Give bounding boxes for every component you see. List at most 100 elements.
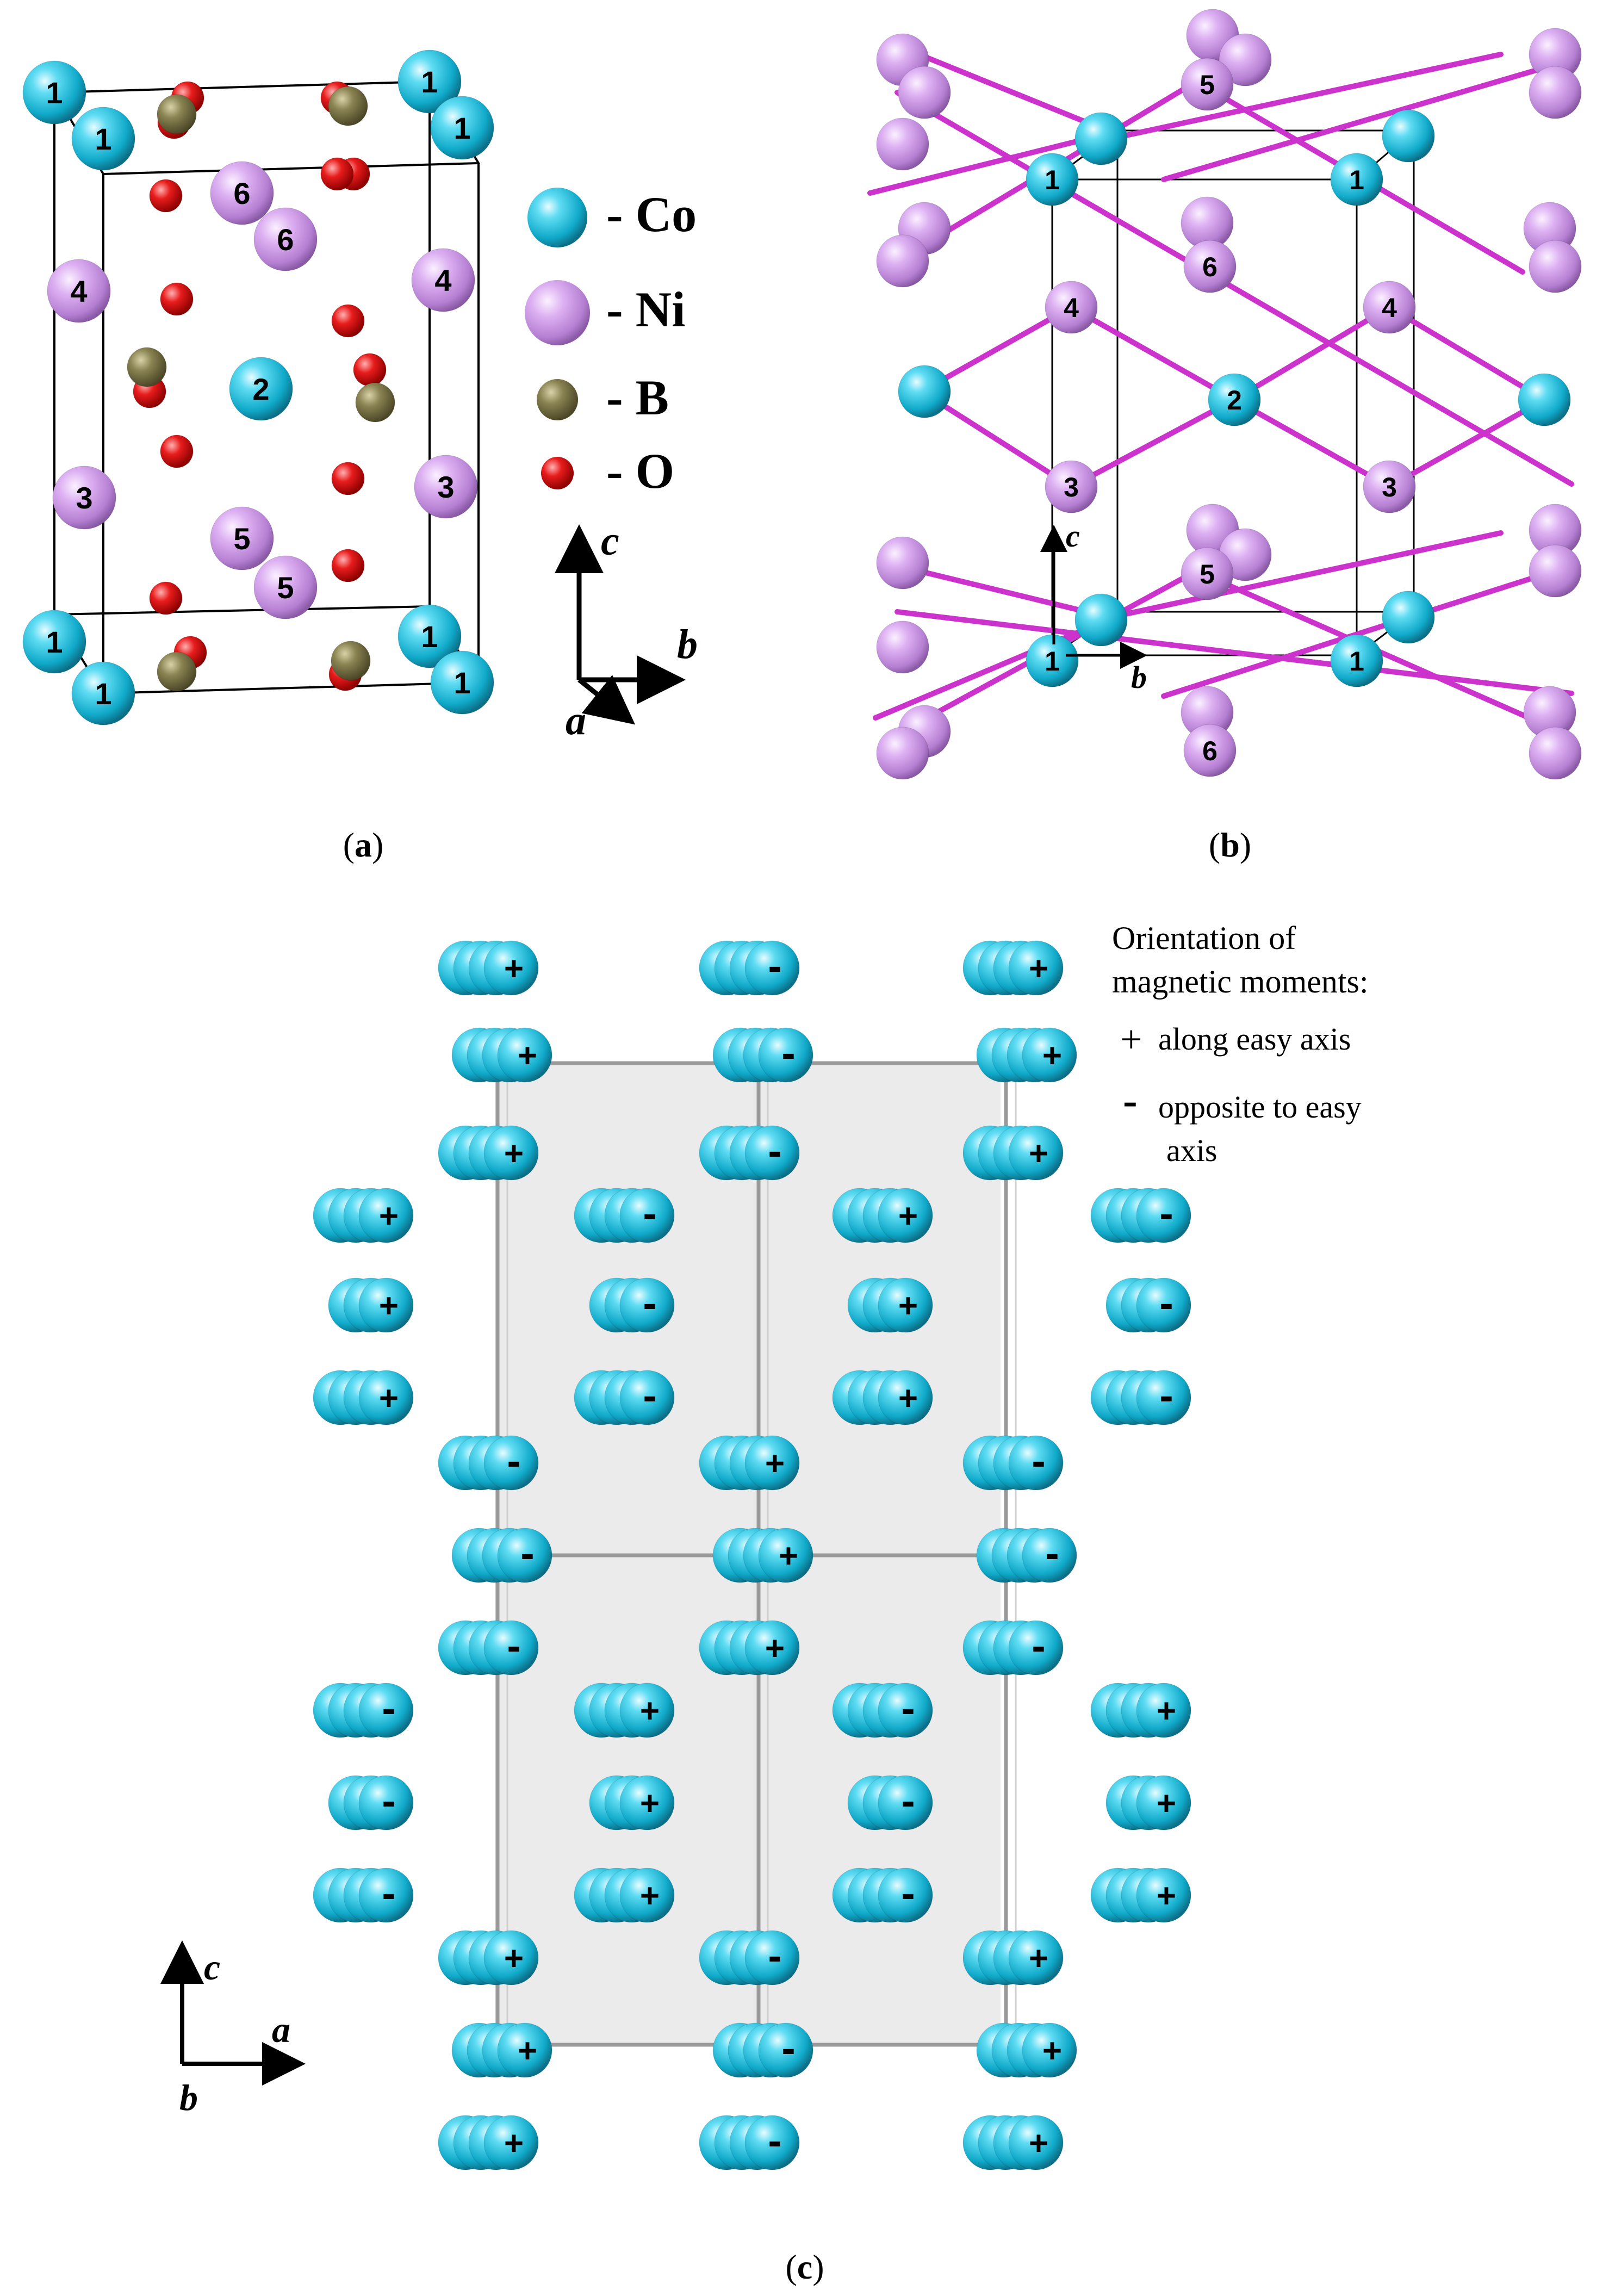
axis-c-label: c [204,1946,220,1988]
b-atom-0 [157,94,197,134]
legend-plus-text: along easy axis [1158,1021,1351,1057]
ni-atom-3: 4 [411,248,475,312]
col-2-stack-8: - [699,2115,800,2170]
outer-left-stack-0-2-sign: + [379,1380,399,1417]
caption-c: (c) [785,2248,824,2286]
ni-atom-2 [898,66,951,119]
ni-atom-7: 5 [253,555,318,619]
outer-right-stack-1-1: + [1105,1775,1191,1830]
inner-right-stack-0-1-sign: + [898,1287,918,1325]
b-atom-5 [331,641,371,681]
outer-right-stack-1-2-sign: + [1157,1877,1176,1915]
o-atom-10 [160,435,194,468]
outer-right-stack-0-1-sign: - [1159,1280,1173,1326]
co-atom-6 [1518,373,1571,426]
legend-ni-label: - Ni [606,282,686,337]
outer-right-stack-0-0: - [1090,1188,1191,1243]
b-atom-1 [328,86,368,126]
co-atom-1: 1 [71,107,135,171]
inner-right-stack-0-0: + [832,1188,933,1243]
outer-left-stack-1-0: - [313,1683,414,1738]
b-atom-3 [355,382,395,423]
bond-4 [1161,57,1574,182]
ni-atom-4 [876,234,929,288]
ni-atom-30 [1529,727,1582,780]
col-3-stack-4-sign: - [1045,1530,1059,1577]
bond-6 [1096,52,1504,144]
col-3-stack-6-sign: + [1029,1940,1048,1977]
col-2-stack-0: - [699,940,800,996]
co-atom-10: 1 [1330,634,1383,687]
outer-right-stack-1-1-sign: + [1157,1785,1176,1822]
col-1-stack-5: - [438,1620,539,1676]
bond-13 [1096,530,1504,623]
panel-c-legend: Orientation of magnetic moments: + along… [1112,920,1369,1168]
legend-o-label: - O [606,443,674,499]
col-3-stack-6: + [962,1930,1064,1985]
inner-right-stack-1-2-sign: - [901,1870,915,1916]
co-atom-4: 2 [229,357,293,421]
ni-atom-7-label: 5 [1200,70,1215,100]
col-3-stack-5-sign: - [1032,1623,1045,1669]
col-1-stack-1: + [451,1027,552,1083]
col-2-stack-8-sign: - [768,2118,781,2164]
col-2-stack-5-sign: + [765,1630,785,1667]
ni-atom-17: 3 [1363,460,1416,513]
ni-atom-28 [1529,544,1582,598]
inner-left-stack-0-1-sign: - [643,1280,656,1326]
ni-atom-14: 4 [1045,281,1098,334]
outer-right-stack-1-0-sign: + [1157,1692,1176,1730]
o-atom-7 [331,304,365,338]
co-atom-2: 1 [397,49,462,114]
outer-right-stack-0-2: - [1090,1370,1191,1425]
o-atom-11 [331,462,365,495]
b-atom-2 [127,347,167,387]
caption-a: (a) [343,826,384,864]
outer-left-stack-0-0-sign: + [379,1197,399,1235]
bond-11 [1161,563,1574,699]
co-atom-9 [1382,591,1435,644]
col-1-stack-0: + [438,940,539,996]
inner-right-stack-0-1: + [847,1277,933,1333]
caption-b: (b) [1209,826,1251,864]
col-1-stack-7-sign: + [518,2032,537,2070]
col-2-stack-4-sign: + [779,1537,798,1575]
ni-atom-19 [876,620,929,674]
col-2-stack-2: - [699,1125,800,1181]
co-atom-6-label: 1 [95,677,111,711]
inner-left-stack-0-1: - [589,1277,675,1333]
col-3-stack-3: - [962,1435,1064,1491]
col-3-stack-3-sign: - [1032,1438,1045,1484]
legend-o-sphere [541,457,574,489]
inner-left-stack-0-0-sign: - [643,1190,656,1237]
panel-c-axes [160,1940,306,2086]
inner-left-stack-1-0-sign: + [640,1692,660,1730]
inner-right-stack-1-1: - [847,1775,933,1830]
col-2-stack-0-sign: - [768,943,781,989]
col-1-stack-4-sign: - [520,1530,534,1577]
co-atom-0 [1074,112,1128,165]
o-atom-13 [331,549,365,582]
col-3-stack-0: + [962,940,1064,996]
o-atom-4 [149,179,183,213]
outer-left-stack-1-2-sign: - [382,1870,395,1916]
outer-right-stack-0-0-sign: - [1159,1190,1173,1237]
co-atom-1: 1 [1026,153,1079,206]
inner-left-stack-0-0: - [574,1188,675,1243]
ni-atom-0: 6 [210,161,274,225]
ni-atom-6-label: 5 [233,522,250,556]
panel-b-axes [1040,525,1147,669]
col-1-stack-6-sign: + [504,1940,524,1977]
axis-b-label: b [677,622,698,667]
co-atom-4 [898,365,951,418]
bond-18 [919,389,1074,489]
ni-atom-9: 6 [1183,240,1237,293]
outer-left-stack-1-0-sign: - [382,1685,395,1732]
ni-atom-1: 6 [253,207,318,271]
bond-14 [919,305,1074,394]
co-atom-10-label: 1 [1349,646,1364,677]
outer-left-stack-0-1: + [328,1277,414,1333]
ni-atom-17-label: 3 [1382,472,1397,502]
inner-right-stack-0-2: + [832,1370,933,1425]
